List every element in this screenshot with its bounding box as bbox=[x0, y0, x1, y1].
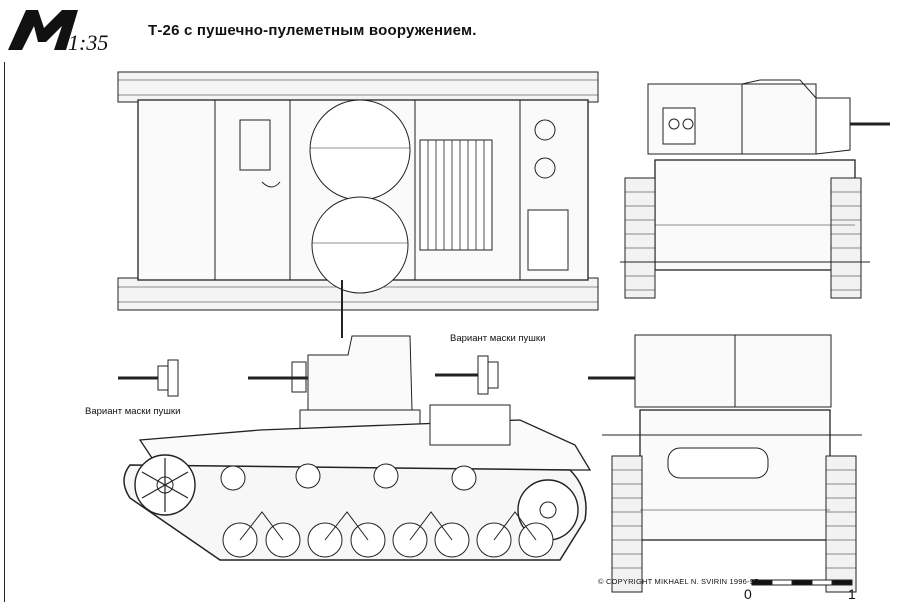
engine-grille bbox=[419, 139, 493, 251]
gun-mask-variant-right bbox=[435, 355, 499, 395]
caption-variant-left: Вариант маски пушки bbox=[85, 406, 181, 417]
front-turret-right bbox=[741, 83, 817, 155]
front-view bbox=[620, 79, 890, 299]
scale-bar bbox=[751, 579, 853, 586]
caption-variant-right: Вариант маски пушки bbox=[450, 333, 546, 344]
side-view bbox=[123, 335, 592, 561]
rear-muffler bbox=[667, 447, 769, 479]
top-turret-front bbox=[309, 99, 411, 201]
publisher-logo: 1:35 bbox=[8, 10, 108, 52]
logo-scale: 1:35 bbox=[68, 30, 108, 52]
scale-label-end: 1 bbox=[848, 586, 856, 602]
top-track-upper bbox=[117, 71, 599, 103]
front-hull bbox=[654, 159, 856, 271]
left-border bbox=[4, 62, 5, 602]
rear-view bbox=[588, 334, 862, 593]
page-title: Т-26 с пушечно-пулеметным вооружением. bbox=[148, 22, 477, 39]
top-view bbox=[117, 71, 599, 338]
rear-turret-right bbox=[734, 334, 832, 408]
top-turret-rear bbox=[311, 196, 409, 294]
side-hull bbox=[138, 419, 592, 471]
rear-turret-left bbox=[634, 334, 736, 408]
side-turret bbox=[307, 335, 413, 411]
gun-mask-variant-left bbox=[118, 359, 179, 397]
copyright: © COPYRIGHT MIKHAEL N. SVIRIN 1996-97 bbox=[598, 577, 759, 586]
scale-label-start: 0 bbox=[744, 586, 752, 602]
